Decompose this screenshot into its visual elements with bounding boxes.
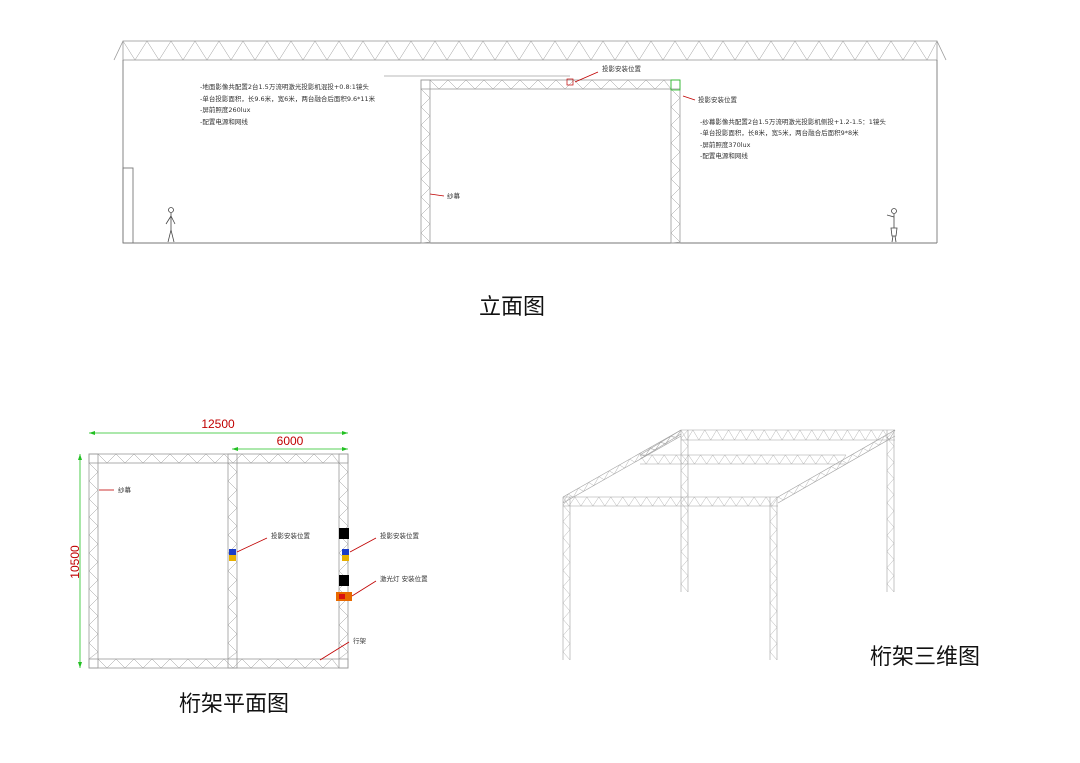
label-scrim-plan: 纱幕	[118, 485, 132, 494]
label-scrim-elev: 纱幕	[447, 191, 461, 200]
laser-body-icon	[339, 575, 349, 586]
plan-title: 桁架平面图	[179, 692, 289, 717]
roof-truss	[113, 40, 947, 61]
right-note-3: -屏前照度370lux	[700, 140, 751, 149]
dim-total: 12500	[201, 417, 235, 431]
left-note-1: -地面影像共配置2台1.5万流明激光投影机混投+0.8:1镜头	[200, 82, 369, 91]
projector-right-body-icon	[339, 528, 349, 539]
projector-right-icon	[342, 549, 349, 561]
right-note-2: -单台投影面积，长8米，宽5米，两台融合后面积9*8米	[700, 128, 859, 137]
dim-half: 6000	[277, 434, 304, 448]
person-left-icon	[165, 207, 176, 243]
left-notes: -地面影像共配置2台1.5万流明激光投影机混投+0.8:1镜头 -单台投影面积，…	[200, 82, 376, 126]
projector-center-icon	[229, 549, 236, 561]
elevation-view: -地面影像共配置2台1.5万流明激光投影机混投+0.8:1镜头 -单台投影面积，…	[113, 40, 947, 320]
view3d-title: 桁架三维图	[870, 645, 980, 670]
left-note-2: -单台投影面积，长9.6米，宽6米，两台融合后面积9.6*11米	[200, 94, 376, 103]
left-note-4: -配置电源和网线	[200, 117, 248, 126]
label-truss: 行架	[353, 636, 367, 645]
truss-3d-view	[562, 429, 896, 661]
label-proj-right-plan: 投影安装位置	[380, 531, 420, 540]
dim-depth: 10500	[68, 545, 82, 579]
plan-view: 12500 6000 10500 纱幕 投影安装位置	[68, 417, 428, 717]
truss-frame-elevation	[420, 79, 681, 244]
door	[122, 167, 134, 244]
label-proj-center: 投影安装位置	[271, 531, 311, 540]
projector-right-marker	[670, 79, 681, 91]
right-note-1: -纱幕影像共配置2台1.5万流明激光投影机侧投+1.2-1.5：1镜头	[700, 117, 886, 126]
projector-top-marker	[566, 78, 574, 86]
left-note-3: -屏前照度260lux	[200, 105, 251, 114]
dimension-lines: 12500 6000 10500	[68, 417, 348, 668]
person-right-icon	[886, 208, 898, 243]
label-laser: 激光灯 安装位置	[380, 574, 428, 583]
right-notes: -纱幕影像共配置2台1.5万流明激光投影机侧投+1.2-1.5：1镜头 -单台投…	[700, 117, 886, 160]
label-proj-top: 投影安装位置	[602, 64, 642, 73]
label-proj-right: 投影安装位置	[698, 95, 738, 104]
elevation-title: 立面图	[479, 295, 545, 320]
right-note-4: -配置电源和网线	[700, 151, 748, 160]
truss-frame-plan	[88, 453, 349, 669]
